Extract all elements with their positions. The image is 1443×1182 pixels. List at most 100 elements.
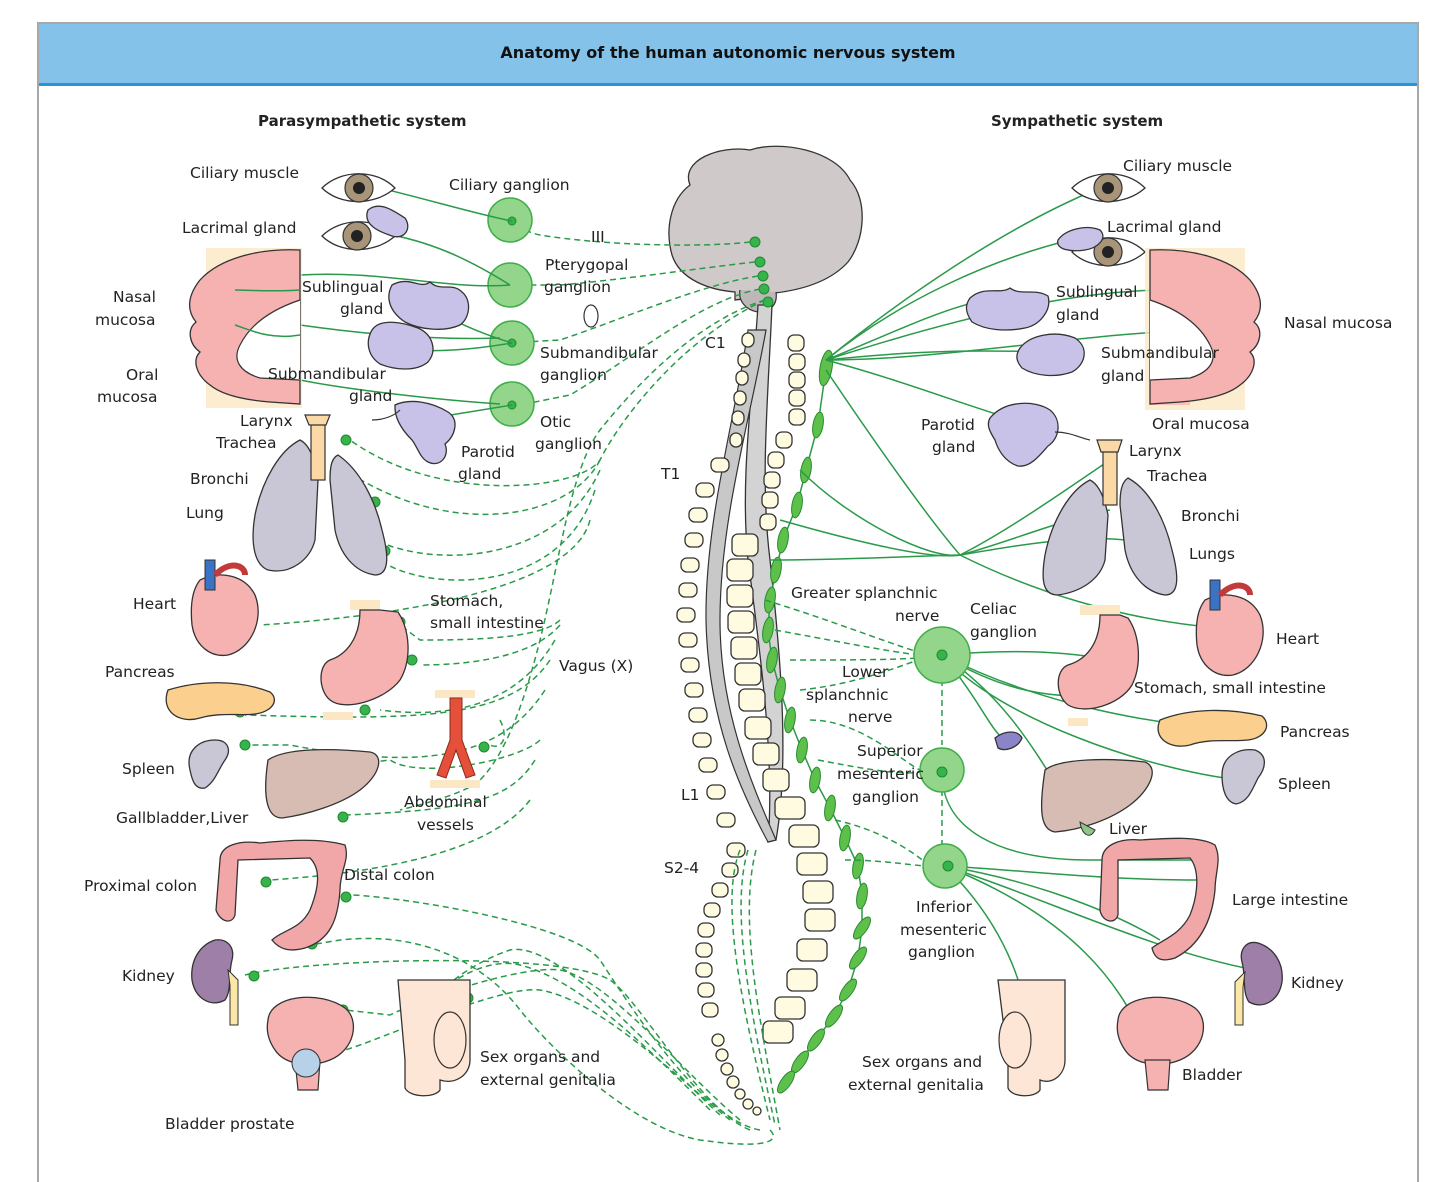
vertebra-body <box>775 997 805 1019</box>
gland-icon <box>372 401 455 463</box>
colon-icon <box>1100 838 1218 960</box>
label-kidney-symp: Kidney <box>1291 974 1344 992</box>
label-spleen-symp: Spleen <box>1278 775 1331 793</box>
label-inferior-mes: Inferior <box>916 898 973 916</box>
label-greater-splanchnic: Greater splanchnic <box>791 584 938 602</box>
head-icon <box>190 248 302 408</box>
bladder-icon <box>267 997 353 1090</box>
vertebra-body <box>728 611 754 633</box>
vertebra-body <box>763 1021 793 1043</box>
vertebra-body <box>797 939 827 961</box>
vertebra-process <box>693 733 711 747</box>
spine-label-s24: S2-4 <box>664 859 699 877</box>
vertebra-process <box>707 785 725 799</box>
label-trachea-para: Trachea <box>215 434 276 452</box>
label-submandibular-ganglion: Submandibular <box>540 344 659 362</box>
vertebra-process <box>702 1003 718 1017</box>
sympathetic-chain-ganglion <box>855 882 869 909</box>
vertebra-body <box>797 853 827 875</box>
vertebra-process <box>712 883 728 897</box>
vertebra-process <box>734 391 746 405</box>
label-lower-splanchnic-2: splanchnic <box>806 686 889 704</box>
pancreas-icon <box>1158 710 1267 746</box>
label-small-intestine-para: small intestine <box>430 614 544 632</box>
sympathetic-header: Sympathetic system <box>991 112 1163 130</box>
vertebra-process <box>717 813 735 827</box>
coccyx <box>712 1034 761 1115</box>
label-submandibular-symp: Submandibular <box>1101 344 1220 362</box>
vertebra-body <box>727 559 753 581</box>
label-stomach-symp: Stomach, small intestine <box>1134 679 1326 697</box>
label-sublingual-gland-symp: gland <box>1056 306 1099 324</box>
vertebra-process <box>681 558 699 572</box>
label-nasal-mucosa-symp: Nasal mucosa <box>1284 314 1392 332</box>
gland-icon <box>966 288 1048 330</box>
inferior-mesenteric-ganglion <box>923 844 967 888</box>
label-vagus: Vagus (X) <box>559 657 633 675</box>
label-distal-colon: Distal colon <box>344 866 435 884</box>
label-lacrimal-gland-para: Lacrimal gland <box>182 219 296 237</box>
vertebra-process <box>679 583 697 597</box>
vertebra-body <box>763 769 789 791</box>
label-genitalia-symp: external genitalia <box>848 1076 984 1094</box>
spine-label-c1: C1 <box>705 334 726 352</box>
sympathetic-chain-ganglion <box>795 736 809 763</box>
vertebra-process <box>699 758 717 772</box>
label-larynx-para: Larynx <box>240 412 293 430</box>
label-inferior-mes-2: mesenteric <box>900 921 987 939</box>
vertebra-process <box>679 633 697 647</box>
label-submandibular-gland-symp: gland <box>1101 367 1144 385</box>
sympathetic-chain-ganglion <box>836 976 859 1003</box>
vertebra-body <box>762 492 778 508</box>
sympathetic-chain-ganglion <box>790 491 804 518</box>
sympathetic-chain-ganglion <box>774 1068 797 1095</box>
gland-icon <box>1017 334 1084 375</box>
spleen-icon <box>189 740 228 788</box>
label-bronchi-symp: Bronchi <box>1181 507 1240 525</box>
celiac-ganglion <box>914 627 970 683</box>
label-sex-organs-symp: Sex organs and <box>862 1053 982 1071</box>
stomach-icon <box>1058 605 1138 726</box>
label-parotid-para: Parotid <box>461 443 515 461</box>
vertebra-process <box>711 458 729 472</box>
label-trachea-symp: Trachea <box>1146 467 1207 485</box>
heart-icon <box>191 560 258 655</box>
label-pancreas-symp: Pancreas <box>1280 723 1350 741</box>
kidney-icon <box>192 940 238 1025</box>
label-sublingual-symp: Sublingual <box>1056 283 1137 301</box>
kidney-icon <box>1235 942 1282 1025</box>
vertebra-body <box>789 372 805 388</box>
head-icon <box>1145 248 1260 410</box>
lung-icon <box>1043 440 1177 595</box>
vertebra-process <box>685 533 703 547</box>
label-lower-splanchnic: Lower <box>842 663 889 681</box>
vertebra-body <box>789 409 805 425</box>
label-celiac: Celiac <box>970 600 1017 618</box>
label-submandibular-para: Submandibular <box>268 365 387 383</box>
vertebra-body <box>805 909 835 931</box>
vertebra-body <box>803 881 833 903</box>
label-submandibular-gland-para: gland <box>349 387 392 405</box>
genitalia-icon <box>998 980 1065 1096</box>
label-large-intestine: Large intestine <box>1232 891 1348 909</box>
spine-label-t1: T1 <box>660 465 680 483</box>
sympathetic-labels: Ciliary muscle Lacrimal gland Sublingual… <box>791 157 1392 1094</box>
vertebra-process <box>698 983 714 997</box>
label-ciliary-ganglion: Ciliary ganglion <box>449 176 570 194</box>
label-lung-para: Lung <box>186 504 224 522</box>
label-pancreas-para: Pancreas <box>105 663 175 681</box>
label-sublingual-para: Sublingual <box>302 278 383 296</box>
label-bronchi-para: Bronchi <box>190 470 249 488</box>
vertebra-process <box>698 923 714 937</box>
superior-mesenteric-ganglion <box>920 748 964 792</box>
vertebra-body <box>727 585 753 607</box>
label-lower-splanchnic-nerve: nerve <box>848 708 892 726</box>
label-pterygopal-ganglion: ganglion <box>544 278 611 296</box>
label-larynx-symp: Larynx <box>1129 442 1182 460</box>
label-oral-para: Oral <box>126 366 158 384</box>
label-parotid-gland-para: gland <box>458 465 501 483</box>
vertebra-process <box>730 433 742 447</box>
parasympathetic-header: Parasympathetic system <box>258 112 466 130</box>
label-parotid-gland-symp: gland <box>932 438 975 456</box>
eye-icon <box>1072 174 1145 202</box>
